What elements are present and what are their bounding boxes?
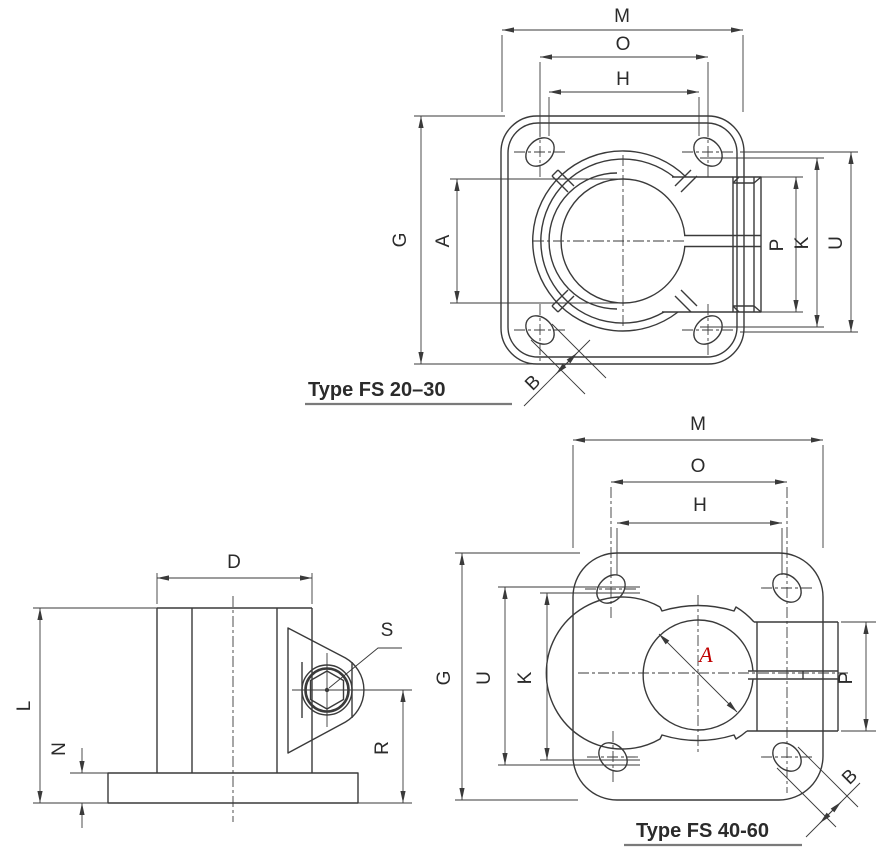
bolt-hole <box>525 137 555 167</box>
view-fs4060: M O H G U K A P B Type FS 40-60 <box>434 414 876 847</box>
dim-label-k: K <box>792 236 813 249</box>
cylinder-body <box>156 607 313 773</box>
dimension-lines <box>418 27 854 375</box>
hole-centerlines <box>585 487 813 793</box>
view-fs2030: M O H G A P K U B Type FS 20–30 <box>305 6 858 407</box>
dim-label-m: M <box>614 6 630 27</box>
dim-label-o: O <box>616 34 631 55</box>
dim-label-a-red: A <box>697 642 713 667</box>
clamp-slit <box>684 234 761 248</box>
clamp-block <box>732 176 762 313</box>
dimension-lines <box>37 575 406 828</box>
dim-label-d: D <box>227 552 241 573</box>
dim-label-g: G <box>390 233 411 248</box>
base-plate <box>107 772 359 804</box>
bolt-hole <box>693 137 723 167</box>
view-side: D L N S R <box>14 552 412 828</box>
dim-label-k: K <box>515 671 536 684</box>
s-leader <box>328 647 402 689</box>
boss-outer-ring <box>532 150 687 332</box>
dim-label-h: H <box>693 495 707 516</box>
dim-label-n: N <box>49 742 70 756</box>
view-title-fs2030: Type FS 20–30 <box>308 379 445 401</box>
dim-label-s: S <box>381 620 394 641</box>
dim-label-g: G <box>434 671 455 686</box>
dim-label-b: B <box>521 371 545 395</box>
view-title-fs4060: Type FS 40-60 <box>636 820 769 842</box>
bolt-holes <box>525 137 723 345</box>
dim-label-b: B <box>838 765 862 789</box>
dim-label-u: U <box>826 236 847 250</box>
bolt-hole <box>772 742 802 772</box>
bore-circle <box>642 619 754 731</box>
flange-outline <box>500 115 745 365</box>
boss-outer-ring <box>545 596 755 750</box>
dim-label-p: P <box>767 239 788 252</box>
dim-label-a: A <box>433 234 454 247</box>
bolt-hole <box>693 315 723 345</box>
bolt-hole <box>525 315 555 345</box>
flange-inner-edge <box>507 122 738 358</box>
clamp-block <box>747 621 839 732</box>
bolt-holes <box>596 573 802 772</box>
clamp-lug <box>287 627 412 754</box>
dim-label-r: R <box>372 741 393 755</box>
dim-label-h: H <box>616 69 630 90</box>
boss-mid-ring <box>540 158 675 324</box>
dimension-lines <box>459 437 869 824</box>
dim-label-p: P <box>836 672 857 685</box>
dim-label-l: L <box>14 701 35 712</box>
dim-label-m: M <box>690 414 706 435</box>
dim-label-u: U <box>474 671 495 685</box>
extension-lines <box>414 35 858 407</box>
bolt-hole <box>772 573 802 603</box>
clamp-slit <box>748 670 838 680</box>
dim-label-o: O <box>691 456 706 477</box>
clamp-boss <box>532 150 733 332</box>
flange-outline <box>572 552 824 801</box>
extension-lines <box>455 445 876 838</box>
